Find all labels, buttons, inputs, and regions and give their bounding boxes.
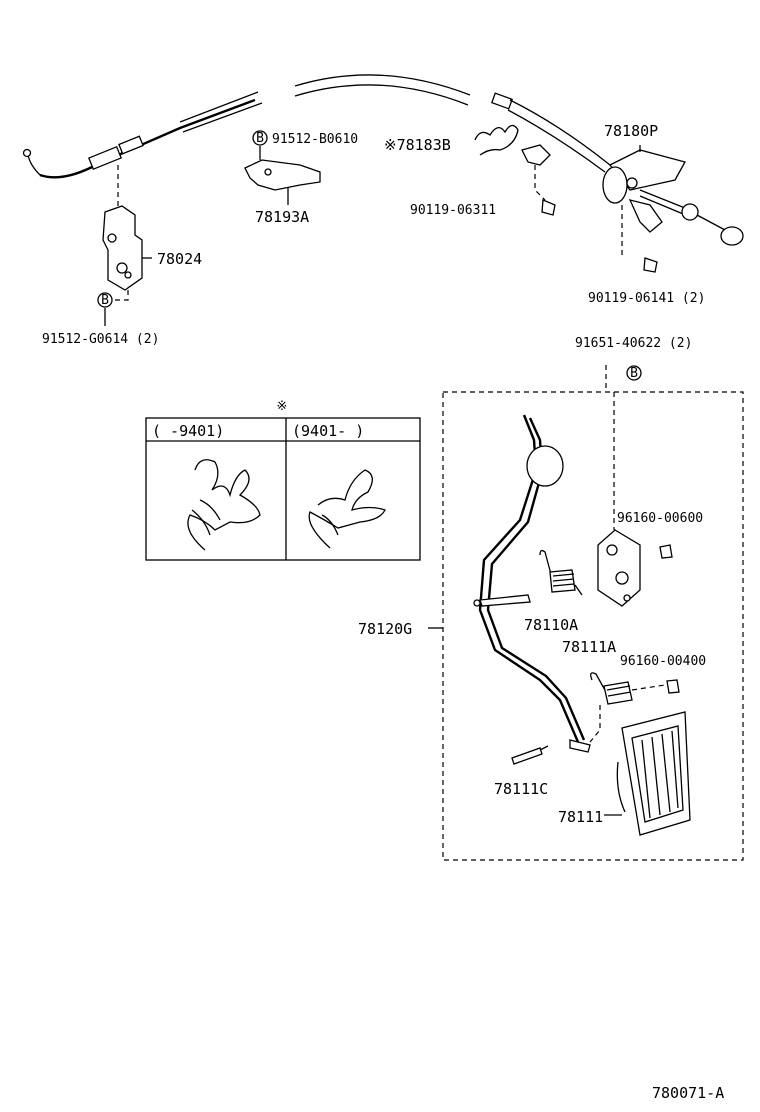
label-78183B: ※78183B xyxy=(384,136,451,154)
label-78111C: 78111C xyxy=(494,780,548,798)
bolt-91651: B xyxy=(626,365,642,381)
pedal-assembly-box xyxy=(442,391,744,861)
pedal-pad-78111 xyxy=(616,711,691,836)
bolt-symbol-40622: B xyxy=(630,366,638,381)
spring-78110A xyxy=(539,549,583,596)
clamp-78193A: B xyxy=(244,130,321,205)
spring-clip-78183B xyxy=(474,124,556,216)
inset-col1-header: ( -9401) xyxy=(152,422,224,440)
throttle-link-78180P xyxy=(602,145,744,273)
label-78111A: 78111A xyxy=(562,638,616,656)
label-91651-40622: 91651-40622 (2) xyxy=(575,336,692,351)
label-96160-00600: 96160-00600 xyxy=(617,511,703,526)
label-78024: 78024 xyxy=(157,250,202,268)
pedal-arm-78120G xyxy=(473,414,591,753)
label-91512-B0610: 91512-B0610 xyxy=(272,132,358,147)
label-78110A: 78110A xyxy=(524,616,578,634)
label-90119-06311: 90119-06311 xyxy=(410,203,496,218)
bracket-78024 xyxy=(102,205,152,301)
bolt-symbol-b0610: B xyxy=(256,131,264,146)
label-91512-G0614: 91512-G0614 (2) xyxy=(42,332,159,347)
label-78180P: 78180P xyxy=(604,122,658,140)
diagram-id: 780071-A xyxy=(652,1084,724,1102)
bolt-91512-G: B xyxy=(97,292,113,326)
label-90119-06141: 90119-06141 (2) xyxy=(588,291,705,306)
pin-78111C xyxy=(511,745,549,765)
label-96160-00400: 96160-00400 xyxy=(620,654,706,669)
label-78111: 78111 xyxy=(558,808,603,826)
inset-mark: ※ xyxy=(277,399,288,414)
spring-78111A xyxy=(589,672,680,743)
label-78120G: 78120G xyxy=(358,620,412,638)
bolt-symbol: B xyxy=(101,293,109,308)
inset-col2-header: (9401- ) xyxy=(292,422,364,440)
label-78193A: 78193A xyxy=(255,208,309,226)
accelerator-cable xyxy=(22,74,611,179)
plate-96160-00600 xyxy=(597,529,673,607)
inset-box: ※ ( -9401) (9401- ) xyxy=(145,399,421,561)
